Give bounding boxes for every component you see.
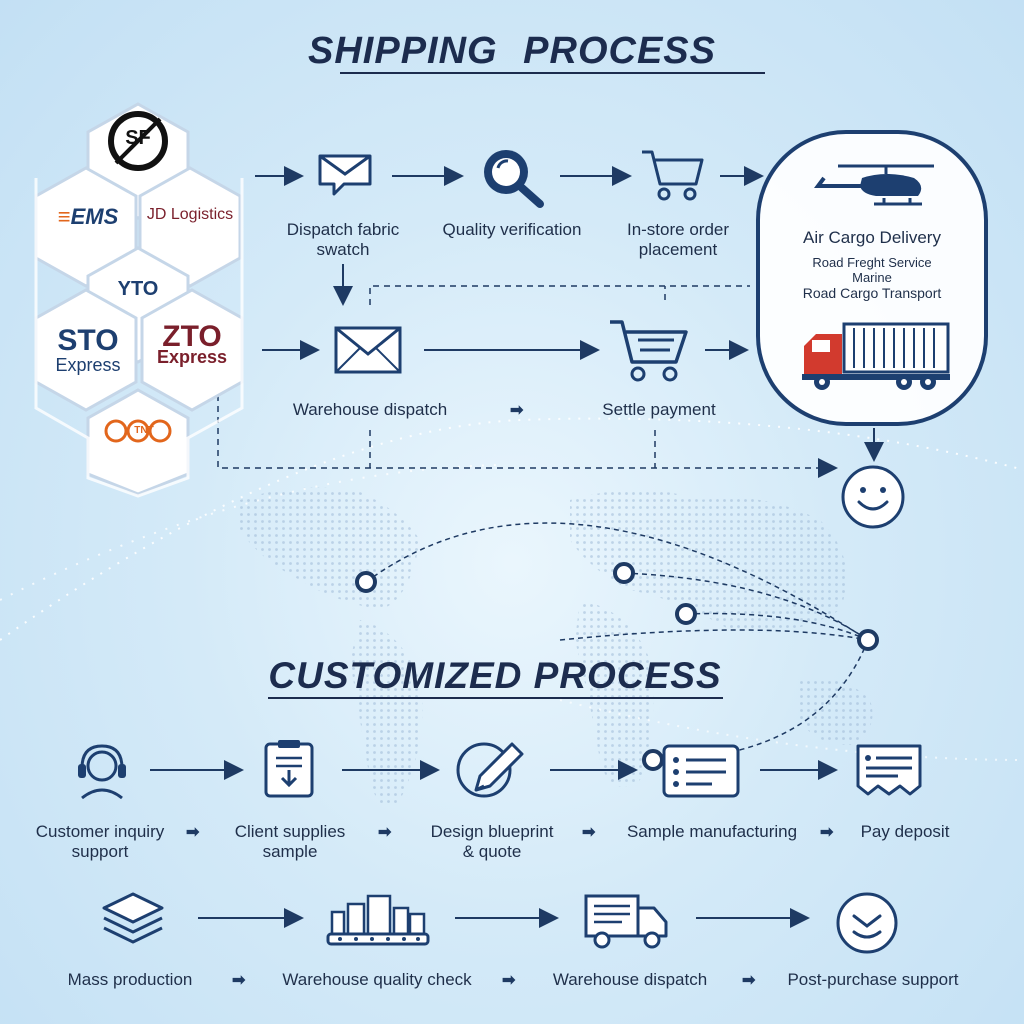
arrow-icon: ➡ <box>742 972 756 989</box>
step-customer-inquiry: Customer inquiry support <box>24 822 176 862</box>
sf-logo-icon <box>108 111 168 171</box>
helicopter-icon <box>814 164 934 206</box>
document-icon <box>264 740 314 798</box>
arrow-icon: ➡ <box>378 824 392 841</box>
step-in-store-order: In-store order placement <box>608 220 748 260</box>
delivery-marine: Marine <box>852 270 892 285</box>
step-sample-manufacturing: Sample manufacturing <box>626 822 798 841</box>
tnt-logo-text: TNT <box>134 425 154 436</box>
arrow-icon: ➡ <box>510 402 524 419</box>
sto-logo-line1: STO <box>57 324 119 357</box>
customized-process-title: CUSTOMIZED PROCESS <box>268 655 722 696</box>
step-post-purchase-support: Post-purchase support <box>787 970 959 989</box>
factory-icon <box>326 894 430 946</box>
step-quality-verification: Quality verification <box>442 220 582 239</box>
ems-logo: ≡EMS <box>57 204 119 229</box>
route-nodes <box>355 562 879 771</box>
arrow-icon: ➡ <box>582 824 596 841</box>
arrow-icon: ➡ <box>232 972 246 989</box>
form-icon <box>662 744 740 798</box>
tnt-logo-icon <box>104 419 172 443</box>
arrow-icon: ➡ <box>820 824 834 841</box>
zto-logo-line2: Express <box>156 347 228 367</box>
step-warehouse-dispatch-custom: Warehouse dispatch <box>552 970 708 989</box>
pen-icon <box>456 742 524 798</box>
arrow-icon: ➡ <box>186 824 200 841</box>
delivery-truck-icon <box>584 894 668 949</box>
envelope-icon <box>318 154 372 196</box>
step-settle-payment: Settle payment <box>602 400 716 419</box>
step-warehouse-quality-check: Warehouse quality check <box>282 970 472 989</box>
truck-icon <box>802 322 950 390</box>
shipping-process-title: SHIPPING PROCESS <box>308 30 716 72</box>
step-warehouse-dispatch: Warehouse dispatch <box>292 400 448 419</box>
cart-icon <box>642 150 704 201</box>
sto-logo-line2: Express <box>55 355 121 375</box>
layers-icon <box>102 892 164 944</box>
cart-icon <box>610 320 688 382</box>
step-pay-deposit: Pay deposit <box>860 822 950 841</box>
envelope-icon <box>334 326 402 374</box>
support-icon <box>836 892 898 954</box>
jd-logistics-logo: JD Logistics <box>146 206 234 223</box>
magnifier-icon <box>484 150 544 208</box>
delivery-road-freight: Road Freght Service <box>812 255 932 270</box>
title-underline <box>340 72 765 74</box>
yto-logo: YTO <box>117 278 159 300</box>
step-dispatch-fabric-swatch-text: Dispatch fabric swatch <box>286 220 400 259</box>
step-mass-production: Mass production <box>67 970 193 989</box>
title-underline <box>268 697 723 699</box>
step-dispatch-fabric-swatch: Dispatch fabric swatch <box>272 220 414 260</box>
sf-logo-text: SF <box>125 127 151 149</box>
delivery-air-cargo: Air Cargo Delivery <box>803 228 941 247</box>
step-design-blueprint-text: Design blueprint & quote <box>430 822 554 861</box>
step-client-supplies-sample: Client supplies sample <box>220 822 360 862</box>
headset-icon <box>78 744 126 800</box>
step-client-supplies-sample-text: Client supplies sample <box>234 822 346 861</box>
step-customer-inquiry-text: Customer inquiry support <box>35 822 165 861</box>
arrow-icon: ➡ <box>502 972 516 989</box>
step-in-store-order-text: In-store order placement <box>626 220 730 259</box>
zto-logo-line1: ZTO <box>162 320 222 353</box>
smiley-icon <box>841 465 905 529</box>
step-design-blueprint: Design blueprint & quote <box>412 822 572 862</box>
carrier-hexagon-cluster <box>34 102 244 498</box>
ems-logo-text: EMS <box>70 204 119 229</box>
delivery-road-cargo: Road Cargo Transport <box>802 285 942 301</box>
invoice-icon <box>856 744 922 796</box>
world-map <box>240 487 873 807</box>
